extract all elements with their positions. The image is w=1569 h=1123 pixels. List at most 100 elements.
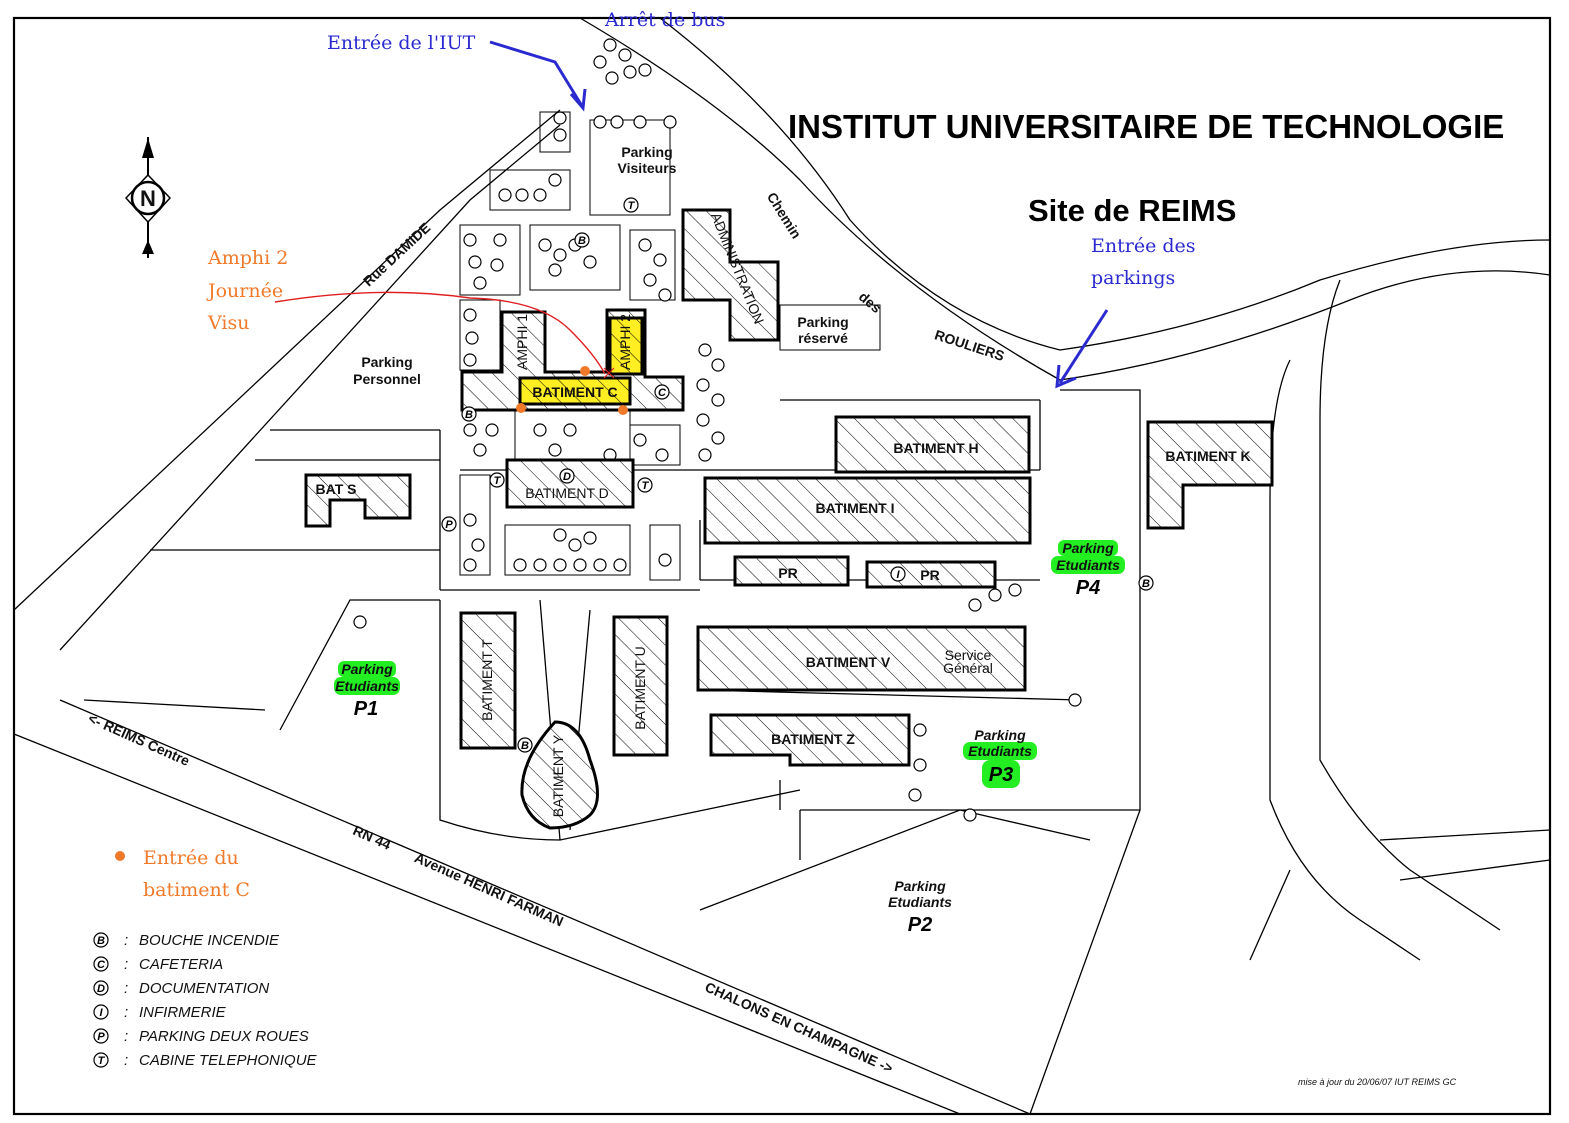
legend-separator: : bbox=[124, 956, 128, 973]
batiment-h-building bbox=[834, 415, 1031, 474]
bus-stop-label: Arrêt de bus bbox=[604, 9, 725, 31]
iut-entrance-arrowhead bbox=[569, 88, 587, 112]
symbol-b: B bbox=[578, 235, 586, 247]
batiment-d-label: BATIMENT D bbox=[525, 485, 609, 501]
parking-personnel-label-2: Personnel bbox=[353, 371, 421, 387]
symbol-t: T bbox=[494, 475, 502, 487]
symbol-b: B bbox=[465, 409, 473, 421]
p3-label-highlight bbox=[982, 760, 1020, 788]
bat-s-label: BAT S bbox=[316, 481, 357, 497]
legend-label: CAFETERIA bbox=[139, 956, 223, 973]
batiment-u-label: BATIMENT U bbox=[632, 646, 648, 730]
route-to-amphi-2 bbox=[274, 291, 606, 375]
batiment-u-building bbox=[612, 615, 669, 757]
batiment-v-label: BATIMENT V bbox=[806, 654, 891, 670]
p1-etudiants-highlight bbox=[334, 677, 400, 695]
entrance-dot bbox=[580, 366, 590, 376]
p4-etudiants-label: Etudiants bbox=[1056, 557, 1120, 573]
symbol-b: B bbox=[521, 740, 529, 752]
legend-symbols bbox=[93, 932, 109, 1068]
page-title: INSTITUT UNIVERSITAIRE DE TECHNOLOGIE bbox=[788, 108, 1504, 145]
iut-entrance-arrow bbox=[489, 40, 584, 107]
batiment-c-highlight bbox=[518, 376, 632, 406]
iut-entrance-label: Entrée de l'IUT bbox=[327, 32, 476, 54]
legend-separator: : bbox=[124, 1028, 128, 1045]
p3-etudiants-label: Etudiants bbox=[968, 743, 1032, 759]
amphi1-label: AMPHI 1 bbox=[514, 314, 530, 370]
site-subtitle: Site de REIMS bbox=[1028, 193, 1236, 228]
batiment-t-label: BATIMENT T bbox=[479, 639, 495, 721]
batiment-y-label: BATIMENT Y bbox=[550, 734, 566, 817]
legend-separator: : bbox=[124, 932, 128, 949]
p3-parking-label: Parking bbox=[974, 727, 1026, 743]
p1-parking-label: Parking bbox=[341, 661, 393, 677]
legend-separator: : bbox=[124, 1052, 128, 1069]
tree-group bbox=[353, 38, 1082, 822]
service-label-1: Service bbox=[945, 647, 992, 663]
administration-building bbox=[681, 208, 780, 342]
batiment-z-building bbox=[709, 713, 911, 767]
amphi-note-3: Visu bbox=[207, 312, 249, 334]
service-label-2: Général bbox=[943, 660, 993, 676]
p4-etudiants-highlight bbox=[1051, 556, 1125, 574]
batiment-i-building bbox=[703, 476, 1032, 545]
parking-visiteurs-label-1: Parking bbox=[621, 144, 672, 160]
parking-entrance-arrow bbox=[1058, 309, 1109, 384]
amphi-note-1: Amphi 2 bbox=[207, 247, 288, 269]
bat-s-building bbox=[304, 473, 412, 528]
pr2-label: PR bbox=[920, 567, 939, 583]
parking-reserve-label-1: Parking bbox=[797, 314, 848, 330]
legend-symbol: T bbox=[98, 1055, 106, 1067]
road-network bbox=[13, 17, 1551, 1115]
parking-reserve-label-2: réservé bbox=[798, 330, 848, 346]
p1-etudiants-label: Etudiants bbox=[335, 678, 399, 694]
legend-label: BOUCHE INCENDIE bbox=[139, 932, 280, 949]
symbol-b: B bbox=[1142, 578, 1150, 590]
p4-parking-label: Parking bbox=[1062, 540, 1114, 556]
legend-label: PARKING DEUX ROUES bbox=[139, 1028, 309, 1045]
entrance-dot bbox=[516, 403, 526, 413]
batiment-z-label: BATIMENT Z bbox=[771, 731, 855, 747]
p1-parking-highlight bbox=[338, 661, 396, 677]
symbol-c: C bbox=[658, 387, 667, 399]
amphi-note-2: Journée bbox=[206, 280, 283, 302]
buildings bbox=[304, 208, 1274, 830]
legend-label: CABINE TELEPHONIQUE bbox=[139, 1052, 318, 1069]
symbol-d: D bbox=[563, 471, 571, 483]
amphi2-label: AMPHI 2 bbox=[617, 314, 633, 370]
batiment-t-building bbox=[459, 611, 517, 750]
north-label: N bbox=[140, 186, 156, 211]
parking-entrance-label-2: parkings bbox=[1091, 267, 1175, 289]
batiment-k-building bbox=[1146, 420, 1274, 530]
legend-label: INFIRMERIE bbox=[139, 1004, 227, 1021]
legend-separator: : bbox=[124, 1004, 128, 1021]
batiment-i-label: BATIMENT I bbox=[815, 500, 894, 516]
batiment-y-building bbox=[520, 720, 599, 830]
pr1-label: PR bbox=[778, 565, 797, 581]
pr2-building bbox=[865, 560, 997, 589]
batiment-k-label: BATIMENT K bbox=[1165, 448, 1250, 464]
legend-symbol: B bbox=[97, 935, 105, 947]
symbol-t: T bbox=[642, 480, 650, 492]
batiment-v-building bbox=[696, 625, 1027, 692]
p4-label: P4 bbox=[1076, 577, 1100, 599]
symbol-t: T bbox=[628, 200, 636, 212]
legend-symbol: P bbox=[97, 1031, 105, 1043]
legend-separator: : bbox=[124, 980, 128, 997]
map-symbols: B T C B D T T P I B B bbox=[441, 197, 1154, 753]
update-footer: mise à jour du 20/06/07 IUT REIMS GC bbox=[1298, 1077, 1457, 1087]
building-c-entrance-note-2: batiment C bbox=[143, 879, 250, 901]
batiment-d-building bbox=[505, 458, 635, 509]
legend-symbol: D bbox=[97, 983, 105, 995]
building-c-entrances bbox=[115, 366, 628, 861]
batiment-c-label: BATIMENT C bbox=[532, 384, 617, 400]
entrance-dot bbox=[618, 405, 628, 415]
p3-label: P3 bbox=[989, 764, 1013, 786]
legend-symbol: C bbox=[97, 959, 106, 971]
p1-label: P1 bbox=[354, 698, 378, 720]
batiment-h-label: BATIMENT H bbox=[893, 440, 978, 456]
north-arrow bbox=[124, 137, 172, 258]
p2-etudiants-label: Etudiants bbox=[888, 894, 952, 910]
pr1-building bbox=[733, 555, 850, 587]
